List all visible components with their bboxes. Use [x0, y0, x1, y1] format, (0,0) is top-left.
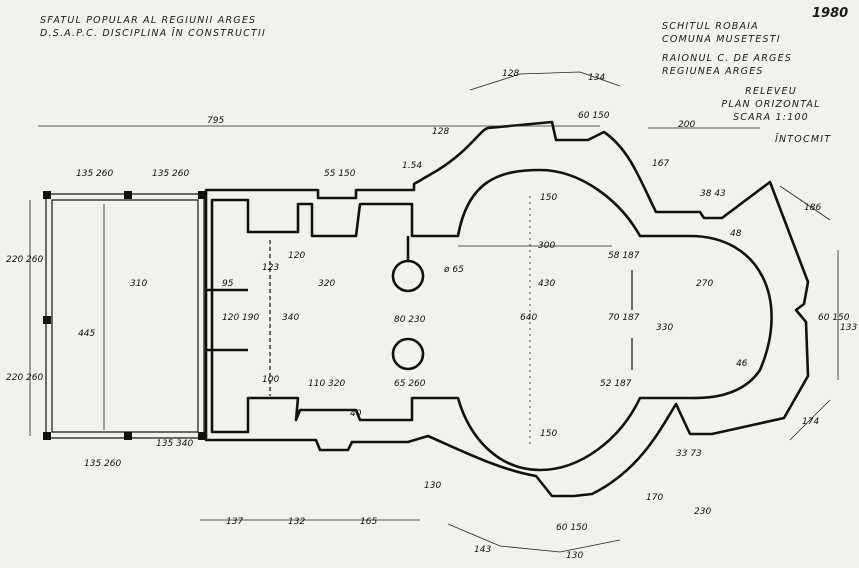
- dim-label: 120 190: [222, 313, 259, 323]
- header-left-line1: SFATUL POPULAR AL REGIUNII ARGES: [40, 15, 257, 26]
- dim-label: ø 65: [443, 265, 464, 275]
- header-right-line8: ÎNTOCMIT: [775, 134, 832, 145]
- dim-label: 60 150: [578, 111, 610, 121]
- dim-label: 46: [736, 359, 748, 369]
- header-right-line5: RELEVEU: [745, 86, 797, 97]
- dim-label: 120: [288, 251, 305, 261]
- header-right-line1: SCHITUL ROBAIA: [662, 21, 759, 32]
- dim-label: 135 260: [84, 459, 121, 469]
- dim-label: 133: [840, 323, 857, 333]
- header-right-line2: COMUNA MUSETESTI: [662, 34, 781, 45]
- dim-label: 135 340: [156, 439, 193, 449]
- dim-line: [779, 185, 831, 221]
- header-right-line7: SCARA 1:100: [733, 112, 809, 123]
- porch-outline: [45, 193, 205, 439]
- dim-label: 134: [588, 73, 605, 83]
- dim-label: 340: [282, 313, 299, 323]
- dim-label: 137: [226, 517, 243, 527]
- dim-label: 52 187: [600, 379, 632, 389]
- dim-label: 135 260: [152, 169, 189, 179]
- dimension-labels: 795 200 128 134 128 1.54 60 150 167 186 …: [6, 69, 857, 561]
- dim-label: 150: [540, 429, 557, 439]
- dim-label: 186: [804, 203, 821, 213]
- porch-column: [198, 191, 206, 199]
- porch-column: [43, 432, 51, 440]
- dim-label: 310: [130, 279, 147, 289]
- dim-label: 150: [540, 193, 557, 203]
- dim-label: 58 187: [608, 251, 640, 261]
- porch-column: [43, 316, 51, 324]
- dim-label: 640: [520, 313, 537, 323]
- dim-label: 300: [538, 241, 555, 251]
- dim-label: 100: [262, 375, 279, 385]
- dim-label: 80 230: [394, 315, 426, 325]
- porch-column: [124, 432, 132, 440]
- dim-label: 445: [78, 329, 95, 339]
- dim-label: 330: [656, 323, 673, 333]
- dim-label: 320: [318, 279, 335, 289]
- dim-label: 123: [262, 263, 279, 273]
- porch: [43, 191, 206, 440]
- dim-label: 48: [730, 229, 742, 239]
- dim-label: 270: [696, 279, 713, 289]
- header-left: SFATUL POPULAR AL REGIUNII ARGES D.S.A.P…: [40, 14, 266, 40]
- dim-label: 33 73: [676, 449, 702, 459]
- dim-label: 130: [424, 481, 441, 491]
- dim-label: 38 43: [700, 189, 726, 199]
- dim-label: 795: [207, 116, 224, 126]
- dim-label: 220 260: [6, 255, 43, 265]
- dim-label: 60 150: [556, 523, 588, 533]
- dim-label: 220 260: [6, 373, 43, 383]
- dim-label: 430: [538, 279, 555, 289]
- dim-label: 95: [222, 279, 234, 289]
- dim-label: 200: [678, 120, 695, 130]
- dim-label: 70 187: [608, 313, 640, 323]
- porch-column: [124, 191, 132, 199]
- dim-label: 135 260: [76, 169, 113, 179]
- dim-label: 132: [288, 517, 305, 527]
- dim-label: 130: [566, 551, 583, 561]
- round-column: [391, 337, 425, 371]
- header-right-line4: REGIUNEA ARGES: [662, 66, 764, 77]
- dim-label: 165: [360, 517, 377, 527]
- porch-column: [198, 432, 206, 440]
- dim-label: 110 320: [308, 379, 345, 389]
- round-column: [391, 259, 425, 293]
- header-left-line2: D.S.A.P.C. DISCIPLINA ÎN CONSTRUCTII: [40, 28, 266, 39]
- dimension-lines: [29, 71, 839, 553]
- dim-label: 1.54: [402, 161, 422, 171]
- porch-inner: [51, 199, 199, 433]
- header-right-line3: RAIONUL C. DE ARGES: [662, 53, 793, 64]
- dim-label: 167: [652, 159, 669, 169]
- dim-label: 60 150: [818, 313, 850, 323]
- outer-wall: [204, 120, 810, 498]
- header-right-block: RELEVEU PLAN ORIZONTAL SCARA 1:100: [716, 85, 826, 124]
- dim-arc: [447, 523, 621, 553]
- dim-label: 230: [694, 507, 711, 517]
- porch-column: [43, 191, 51, 199]
- dim-label: 128: [432, 127, 449, 137]
- dim-label: 128: [502, 69, 519, 79]
- header-right-line6: PLAN ORIZONTAL: [721, 99, 821, 110]
- dim-arc: [469, 71, 621, 91]
- dim-label: 55 150: [324, 169, 356, 179]
- dim-label: 65 260: [394, 379, 426, 389]
- dim-line: [789, 399, 831, 441]
- dim-label: 40: [350, 409, 362, 419]
- year-label: 1980: [812, 6, 849, 21]
- inner-wall: [210, 168, 773, 472]
- dim-label: 174: [802, 417, 819, 427]
- dim-label: 143: [474, 545, 491, 555]
- header-right: SCHITUL ROBAIA COMUNA MUSETESTI RAIONUL …: [662, 20, 792, 78]
- dim-label: 170: [646, 493, 663, 503]
